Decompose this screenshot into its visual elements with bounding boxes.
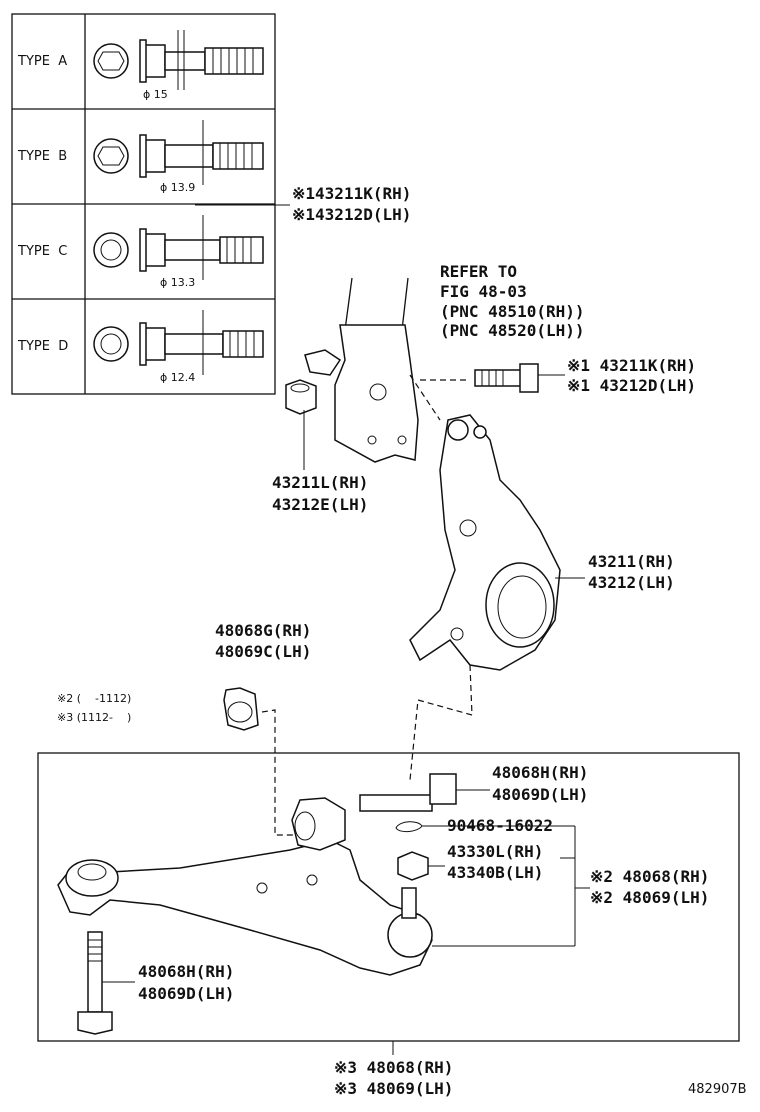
hub-bolt-type-d bbox=[93, 310, 264, 375]
note-3: ※3 (1112- ) bbox=[57, 711, 132, 724]
label-knuckle-lh: 43212(LH) bbox=[588, 573, 675, 592]
label-bolt-top-lh: ※143212D(LH) bbox=[292, 205, 412, 224]
label-ball-nut-rh: 43330L(RH) bbox=[447, 842, 544, 861]
lower-arm-frame bbox=[37, 752, 740, 1042]
steering-knuckle bbox=[409, 414, 585, 716]
type-c-diameter: ϕ 13.3 bbox=[160, 276, 196, 289]
type-d-diameter: ϕ 12.4 bbox=[160, 371, 196, 384]
label-arm2-lh: ※2 48069(LH) bbox=[590, 888, 710, 907]
label-front-bolt-lh: 48069D(LH) bbox=[492, 785, 589, 804]
strut-bolt bbox=[474, 363, 565, 393]
type-b-label: TYPE B bbox=[18, 149, 68, 164]
label-bolt-mid-lh: ※1 43212D(LH) bbox=[567, 376, 696, 395]
rear-bolt bbox=[77, 931, 135, 1035]
figure-number: 482907B bbox=[688, 1082, 747, 1097]
hub-bolt-type-b bbox=[93, 120, 264, 185]
lower-control-arm bbox=[57, 797, 590, 976]
front-bolt bbox=[359, 773, 490, 812]
hub-bolt-type-c bbox=[93, 215, 264, 280]
label-arm3-lh: ※3 48069(LH) bbox=[334, 1079, 454, 1098]
strut-assembly bbox=[304, 277, 470, 463]
type-a-label: TYPE A bbox=[18, 54, 68, 69]
label-knuckle-rh: 43211(RH) bbox=[588, 552, 675, 571]
label-arm3-rh: ※3 48068(RH) bbox=[334, 1058, 454, 1077]
label-bolt-top-rh: ※143211K(RH) bbox=[292, 184, 412, 203]
label-nut-lh: 43212E(LH) bbox=[272, 495, 369, 514]
label-cotter-pin: 90468-16022 bbox=[447, 816, 553, 835]
refer-line-1: REFER TO bbox=[440, 262, 518, 281]
label-bushing-rh: 48068G(RH) bbox=[215, 621, 312, 640]
refer-line-2: FIG 48-03 bbox=[440, 282, 527, 301]
cotter-pin bbox=[395, 821, 440, 833]
refer-line-3: (PNC 48510(RH)) bbox=[440, 302, 585, 321]
label-bushing-lh: 48069C(LH) bbox=[215, 642, 312, 661]
type-table bbox=[11, 13, 276, 395]
note-2: ※2 ( -1112) bbox=[57, 692, 132, 705]
type-a-diameter: ϕ 15 bbox=[143, 88, 168, 101]
bushing bbox=[223, 687, 259, 731]
type-c-label: TYPE C bbox=[18, 244, 68, 259]
refer-line-4: (PNC 48520(LH)) bbox=[440, 321, 585, 340]
label-rear-bolt-lh: 48069D(LH) bbox=[138, 984, 235, 1003]
type-d-label: TYPE D bbox=[18, 339, 69, 354]
label-nut-rh: 43211L(RH) bbox=[272, 473, 369, 492]
label-ball-nut-lh: 43340B(LH) bbox=[447, 863, 544, 882]
label-bolt-mid-rh: ※1 43211K(RH) bbox=[567, 356, 696, 375]
label-rear-bolt-rh: 48068H(RH) bbox=[138, 962, 235, 981]
strut-nut bbox=[285, 379, 317, 470]
castle-nut bbox=[397, 851, 445, 881]
label-arm2-rh: ※2 48068(RH) bbox=[590, 867, 710, 886]
hub-bolt-type-a bbox=[93, 30, 264, 90]
type-b-diameter: ϕ 13.9 bbox=[160, 181, 196, 194]
label-front-bolt-rh: 48068H(RH) bbox=[492, 763, 589, 782]
